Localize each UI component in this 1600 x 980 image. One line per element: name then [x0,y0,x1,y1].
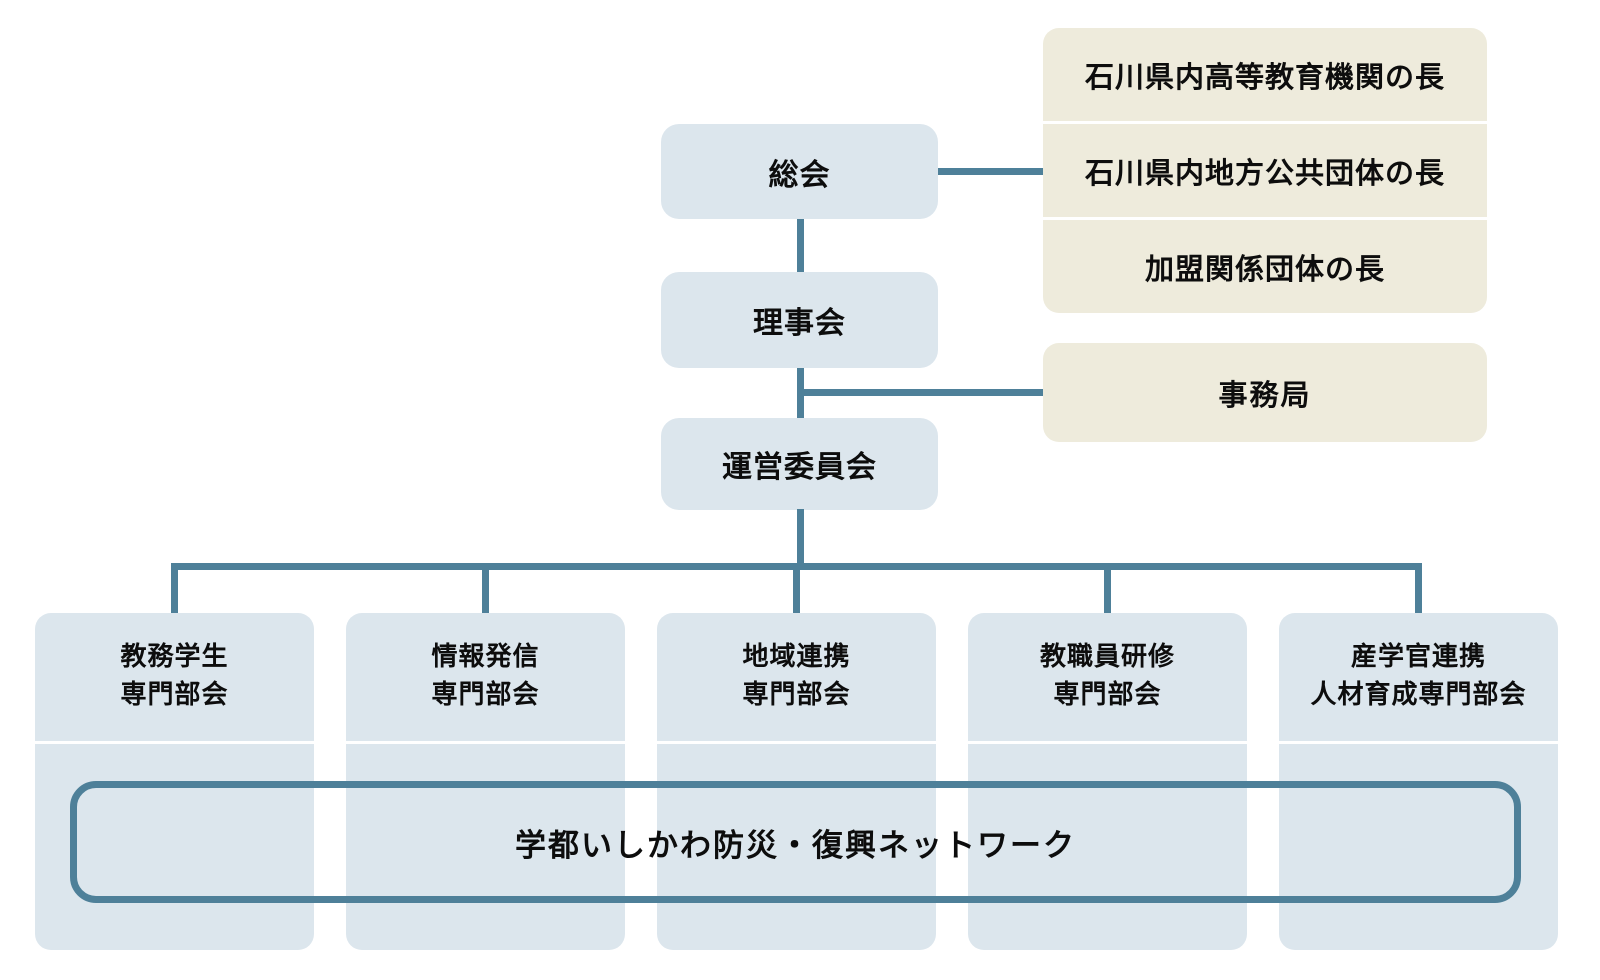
subcommittee-label: 産学官連携 人材育成専門部会 [1279,613,1558,741]
steering-committee-label: 運営委員会 [722,450,877,485]
board-of-directors-box: 理事会 [661,272,938,368]
network-banner-label: 学都いしかわ防災・復興ネットワーク [515,827,1076,864]
general-assembly-label: 総会 [768,157,831,193]
subcommittee-label-line2: 専門部会 [1053,680,1162,710]
member-item: 石川県内地方公共団体の長 [1043,124,1487,217]
subcommittee-label-line1: 地域連携 [742,642,851,673]
subcommittee-label-line1: 教職員研修 [1039,642,1175,673]
secretariat-label: 事務局 [1218,377,1312,412]
member-item-label: 石川県内高等教育機関の長 [1084,59,1445,94]
general-assembly-box: 総会 [661,124,938,219]
connector-drop-5 [1415,566,1422,613]
connector-drop-3 [793,566,800,613]
subcommittee-label-line2: 専門部会 [431,680,540,710]
subcommittee-label: 教職員研修 専門部会 [968,613,1247,741]
subcommittee-label-line2: 人材育成専門部会 [1310,680,1527,710]
member-item: 加盟関係団体の長 [1043,220,1487,313]
subcommittee-label-line2: 専門部会 [742,680,851,710]
subcommittee-column-academic-student: 教務学生 専門部会 [35,613,314,950]
subcommittee-body [346,744,625,950]
connector-secretariat [800,389,1043,396]
board-of-directors-label: 理事会 [753,306,846,341]
subcommittee-body [657,744,936,950]
connector-drop-2 [482,566,489,613]
subcommittee-label-line2: 専門部会 [120,680,229,710]
connector-drop-1 [171,566,178,613]
subcommittee-column-staff-training: 教職員研修 専門部会 [968,613,1247,950]
network-banner: 学都いしかわ防災・復興ネットワーク [70,781,1521,903]
subcommittee-body [35,744,314,950]
subcommittee-column-information: 情報発信 専門部会 [346,613,625,950]
subcommittee-body [1279,744,1558,950]
subcommittee-label-line1: 教務学生 [120,642,229,673]
connector-drop-4 [1104,566,1111,613]
connector-steering-trunk [797,509,804,566]
steering-committee-box: 運営委員会 [661,418,938,510]
subcommittee-label-line1: 産学官連携 [1350,642,1486,673]
member-item: 石川県内高等教育機関の長 [1043,28,1487,121]
subcommittee-label: 情報発信 専門部会 [346,613,625,741]
connector-assembly-board [797,219,804,272]
member-item-label: 石川県内地方公共団体の長 [1084,155,1445,190]
connector-assembly-members [938,168,1043,175]
subcommittee-label: 教務学生 専門部会 [35,613,314,741]
member-item-label: 加盟関係団体の長 [1144,251,1385,286]
secretariat-box: 事務局 [1043,343,1487,442]
member-list: 石川県内高等教育機関の長 石川県内地方公共団体の長 加盟関係団体の長 [1043,28,1487,313]
subcommittee-column-industry-academia: 産学官連携 人材育成専門部会 [1279,613,1558,950]
subcommittee-body [968,744,1247,950]
subcommittee-column-regional: 地域連携 専門部会 [657,613,936,950]
subcommittee-label: 地域連携 専門部会 [657,613,936,741]
subcommittee-label-line1: 情報発信 [431,642,540,673]
